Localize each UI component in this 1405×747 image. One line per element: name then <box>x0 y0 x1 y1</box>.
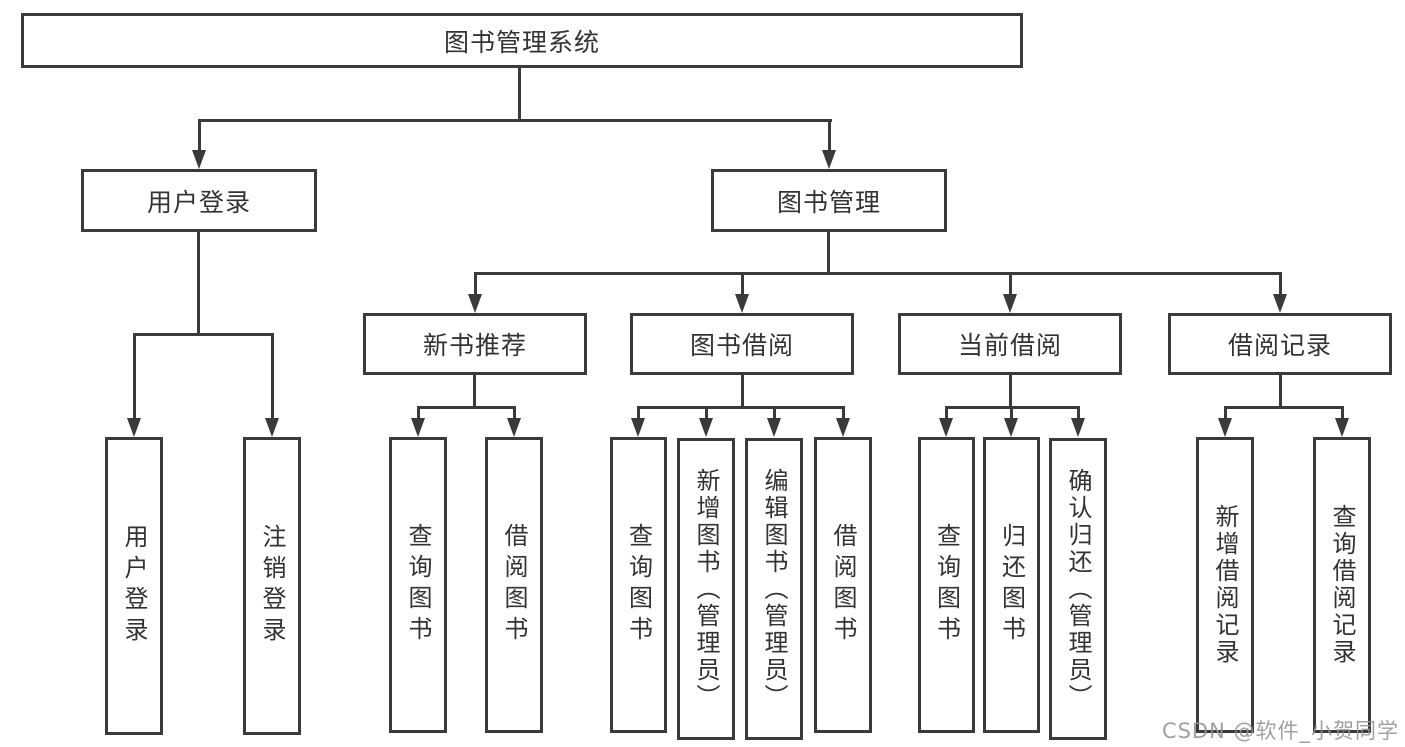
connector-login-stem <box>197 232 200 336</box>
leaf-label: 编辑图书（管理员） <box>760 467 788 711</box>
connector-records-bar <box>1224 406 1344 409</box>
connector-borrow-leg <box>842 406 845 422</box>
leaf-borrow-books: 借阅图书 <box>814 437 872 733</box>
arrowhead-down-icon <box>1004 418 1018 437</box>
leaf-label: 查询图书 <box>932 523 961 647</box>
arrowhead-down-icon <box>1071 418 1085 437</box>
connector-mgmt-leg <box>1279 272 1282 297</box>
connector-current-leg <box>945 406 948 422</box>
leaf-label: 查询图书 <box>624 523 653 647</box>
arrowhead-down-icon <box>265 418 279 437</box>
leaf-edit-books-admin: 编辑图书（管理员） <box>745 438 803 740</box>
node-book-management: 图书管理 <box>711 169 947 232</box>
connector-borrow-leg <box>705 406 708 422</box>
arrowhead-down-icon <box>411 418 425 437</box>
node-borrow-records: 借阅记录 <box>1168 313 1392 375</box>
leaf-label: 新增借阅记录 <box>1211 504 1239 666</box>
leaf-logout: 注销登录 <box>243 437 301 735</box>
leaf-add-borrow-record: 新增借阅记录 <box>1196 437 1254 733</box>
leaf-add-books-admin: 新增图书（管理员） <box>677 438 735 740</box>
leaf-query-books: 查询图书 <box>610 437 667 733</box>
connector-login-leg <box>271 333 274 421</box>
leaf-label: 确认归还（管理员） <box>1064 467 1092 711</box>
connector-records-leg <box>1224 406 1227 422</box>
arrowhead-down-icon <box>507 418 521 437</box>
arrowhead-down-icon <box>1003 294 1017 313</box>
connector-records-leg <box>1341 406 1344 422</box>
arrowhead-down-icon <box>939 418 953 437</box>
connector-current-leg <box>1077 406 1080 422</box>
connector-borrow-leg <box>773 406 776 422</box>
leaf-label: 查询图书 <box>404 523 432 647</box>
connector-current-leg <box>1010 406 1013 422</box>
connector-borrow-leg <box>637 406 640 422</box>
connector-current-stem <box>1009 375 1012 409</box>
watermark: CSDN @软件_小贺同学 <box>1161 719 1399 743</box>
node-new-book-recommend: 新书推荐 <box>363 313 587 375</box>
arrowhead-down-icon <box>1335 418 1349 437</box>
connector-mgmt-leg <box>1009 272 1012 297</box>
connector-recommend-leg <box>513 406 516 422</box>
connector-recommend-leg <box>417 406 420 422</box>
node-user-login: 用户登录 <box>81 169 317 232</box>
connector-records-stem <box>1279 375 1282 409</box>
connector-borrow-bar <box>637 406 845 409</box>
node-current-borrow: 当前借阅 <box>898 313 1122 375</box>
arrowhead-down-icon <box>468 294 482 313</box>
arrowhead-down-icon <box>767 418 781 437</box>
leaf-query-books: 查询图书 <box>918 437 975 733</box>
arrowhead-down-icon <box>822 150 836 169</box>
leaf-label: 新增图书（管理员） <box>692 467 720 711</box>
arrowhead-down-icon <box>192 150 206 169</box>
connector-root-bar <box>198 119 832 122</box>
leaf-confirm-return-admin: 确认归还（管理员） <box>1049 438 1107 740</box>
connector-recommend-bar <box>417 406 516 409</box>
arrowhead-down-icon <box>127 418 141 437</box>
leaf-borrow-books: 借阅图书 <box>485 437 543 733</box>
connector-mgmt-leg <box>474 272 477 297</box>
connector-root-leg-left <box>198 119 201 153</box>
connector-mgmt-leg <box>741 272 744 297</box>
arrowhead-down-icon <box>631 418 645 437</box>
leaf-label: 归还图书 <box>997 523 1026 647</box>
leaf-label: 借阅图书 <box>829 523 857 647</box>
arrowhead-down-icon <box>1218 418 1232 437</box>
arrowhead-down-icon <box>735 294 749 313</box>
leaf-user-login: 用户登录 <box>105 437 163 735</box>
node-library-management-system: 图书管理系统 <box>21 13 1023 68</box>
connector-login-bar <box>133 333 274 336</box>
leaf-label: 注销登录 <box>258 524 286 648</box>
connector-root-leg-right <box>828 119 831 153</box>
connector-root-stem <box>518 68 521 121</box>
connector-login-leg <box>133 333 136 421</box>
arrowhead-down-icon <box>1273 294 1287 313</box>
connector-borrow-stem <box>741 375 744 409</box>
leaf-return-books: 归还图书 <box>983 437 1040 733</box>
arrowhead-down-icon <box>699 418 713 437</box>
connector-mgmt-stem <box>827 232 830 275</box>
leaf-label: 借阅图书 <box>500 523 528 647</box>
arrowhead-down-icon <box>836 418 850 437</box>
leaf-label: 用户登录 <box>120 524 148 648</box>
connector-recommend-stem <box>473 375 476 409</box>
leaf-query-borrow-record: 查询借阅记录 <box>1313 437 1371 733</box>
connector-mgmt-bar <box>474 272 1282 275</box>
leaf-label: 查询借阅记录 <box>1328 504 1356 666</box>
leaf-query-books: 查询图书 <box>389 437 447 733</box>
node-book-borrow: 图书借阅 <box>630 313 854 375</box>
